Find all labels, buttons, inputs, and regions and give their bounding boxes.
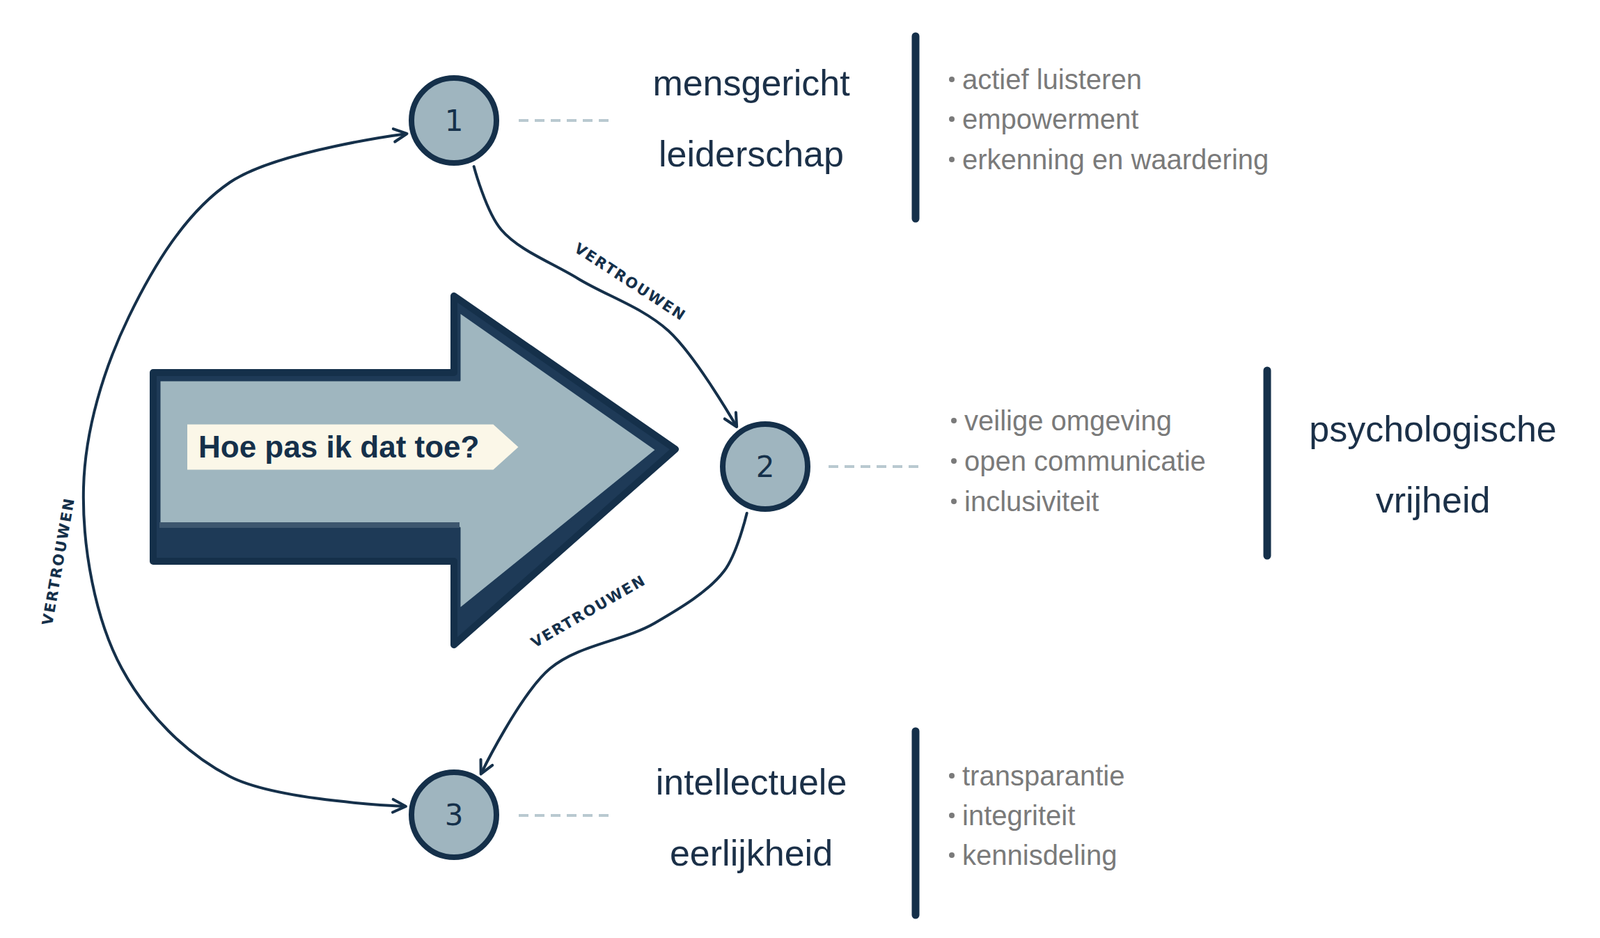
divider-bar xyxy=(912,36,920,219)
step-circle: 3 xyxy=(408,768,500,861)
leader-line xyxy=(518,813,615,817)
principle-heading: intellectuele eerlijkheid xyxy=(612,746,891,889)
connector-label: VERTROUWEN xyxy=(568,237,692,327)
bullet-item: veilige omgeving xyxy=(964,403,1172,438)
connector-label: VERTROUWEN xyxy=(524,569,652,654)
step-circle: 2 xyxy=(719,420,812,513)
bullet-item: open communicatie xyxy=(964,444,1206,478)
bullet-item: kennisdeling xyxy=(962,838,1117,872)
bullet-item: erkenning en waardering xyxy=(962,142,1269,177)
divider-bar xyxy=(1263,370,1272,556)
step-number: 2 xyxy=(719,420,812,513)
step-number: 1 xyxy=(408,74,500,167)
step-circle: 1 xyxy=(408,74,500,167)
bullet-item: actief luisteren xyxy=(962,62,1142,97)
principle-heading: psychologische vrijheid xyxy=(1279,393,1587,536)
connector-label: VERTROUWEN xyxy=(37,492,79,630)
leader-line xyxy=(518,119,615,122)
bullet-item: transparantie xyxy=(962,758,1125,793)
divider-bar xyxy=(912,731,920,915)
bullet-item: empowerment xyxy=(962,102,1139,136)
bullet-item: inclusiviteit xyxy=(964,484,1099,519)
question-tag xyxy=(187,424,519,470)
bullet-item: integriteit xyxy=(962,798,1076,833)
leader-line xyxy=(828,465,924,468)
question-text: Hoe pas ik dat toe? xyxy=(198,428,480,466)
principle-heading: mensgericht leiderschap xyxy=(612,47,891,190)
step-number: 3 xyxy=(408,768,500,861)
